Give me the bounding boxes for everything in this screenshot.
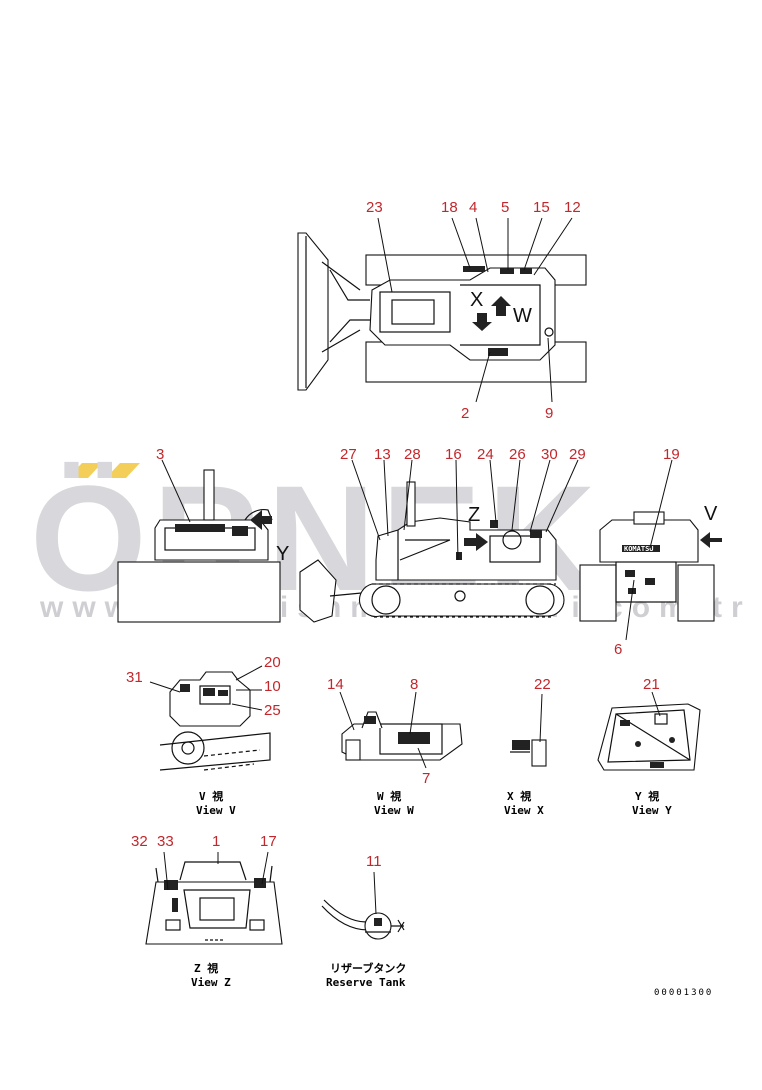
watermark-accent-right	[106, 463, 140, 478]
rear-view-drawing: KOMATSU	[579, 511, 722, 622]
callout-29: 29	[569, 446, 586, 463]
caption-view-y-en: View Y	[632, 804, 672, 817]
callout-13: 13	[374, 446, 391, 463]
view-v-leaders	[149, 665, 263, 711]
view-w-drawing	[341, 711, 463, 761]
view-x-drawing	[510, 739, 547, 767]
caption-view-x-en: View X	[504, 804, 544, 817]
callout-8: 8	[410, 676, 418, 693]
caption-view-w-en: View W	[374, 804, 414, 817]
callout-7: 7	[422, 770, 430, 787]
view-letter-v: V	[704, 503, 718, 525]
callout-26: 26	[509, 446, 526, 463]
callout-12: 12	[564, 199, 581, 216]
callout-10: 10	[264, 678, 281, 695]
callout-32: 32	[131, 833, 148, 850]
callout-16: 16	[445, 446, 462, 463]
callout-17: 17	[260, 833, 277, 850]
callout-25: 25	[264, 702, 281, 719]
caption-reserve-tank-jp: リザーブタンク	[330, 961, 406, 975]
top-view-drawing	[297, 232, 587, 391]
callout-15: 15	[533, 199, 550, 216]
view-letter-w: W	[513, 305, 532, 327]
callout-21: 21	[643, 676, 660, 693]
callout-9: 9	[545, 405, 553, 422]
caption-view-y-jp: Y 視	[635, 789, 659, 803]
callout-1: 1	[212, 833, 220, 850]
view-w-leaders	[339, 691, 427, 769]
callout-23: 23	[366, 199, 383, 216]
callout-24: 24	[477, 446, 494, 463]
caption-reserve-tank-en: Reserve Tank	[326, 976, 406, 989]
callout-20: 20	[264, 654, 281, 671]
caption-view-v-en: View V	[196, 804, 236, 817]
side-view-drawing	[299, 481, 565, 623]
caption-view-z-jp: Z 視	[194, 961, 218, 975]
caption-view-x-jp: X 視	[507, 789, 531, 803]
callout-18: 18	[441, 199, 458, 216]
callout-19: 19	[663, 446, 680, 463]
callout-4: 4	[469, 199, 477, 216]
callout-33: 33	[157, 833, 174, 850]
callout-27: 27	[340, 446, 357, 463]
reserve-tank-drawing	[321, 899, 405, 940]
callout-14: 14	[327, 676, 344, 693]
callout-28: 28	[404, 446, 421, 463]
top-view-leaders	[377, 217, 573, 403]
view-letter-x: X	[470, 289, 483, 311]
callout-30: 30	[541, 446, 558, 463]
callout-5: 5	[501, 199, 509, 216]
drawing-code: 00001300	[654, 988, 713, 998]
caption-view-z-en: View Z	[191, 976, 231, 989]
view-y-drawing	[597, 703, 701, 771]
callout-6: 6	[614, 641, 622, 658]
view-letter-y: Y	[276, 543, 289, 565]
callout-11: 11	[366, 853, 382, 870]
view-z-drawing	[145, 861, 283, 945]
view-z-leaders	[163, 851, 269, 891]
view-v-drawing	[159, 671, 271, 771]
side-view-leaders	[351, 459, 579, 561]
callout-3: 3	[156, 446, 164, 463]
watermark-accent-left	[68, 463, 102, 478]
callout-31: 31	[126, 669, 143, 686]
view-letter-z: Z	[468, 504, 480, 526]
callout-2: 2	[461, 405, 469, 422]
callout-22: 22	[534, 676, 551, 693]
caption-view-w-jp: W 視	[377, 789, 401, 803]
front-view-drawing	[117, 469, 281, 623]
caption-view-v-jp: V 視	[199, 789, 223, 803]
decal-brand: KOMATSU	[624, 545, 654, 553]
